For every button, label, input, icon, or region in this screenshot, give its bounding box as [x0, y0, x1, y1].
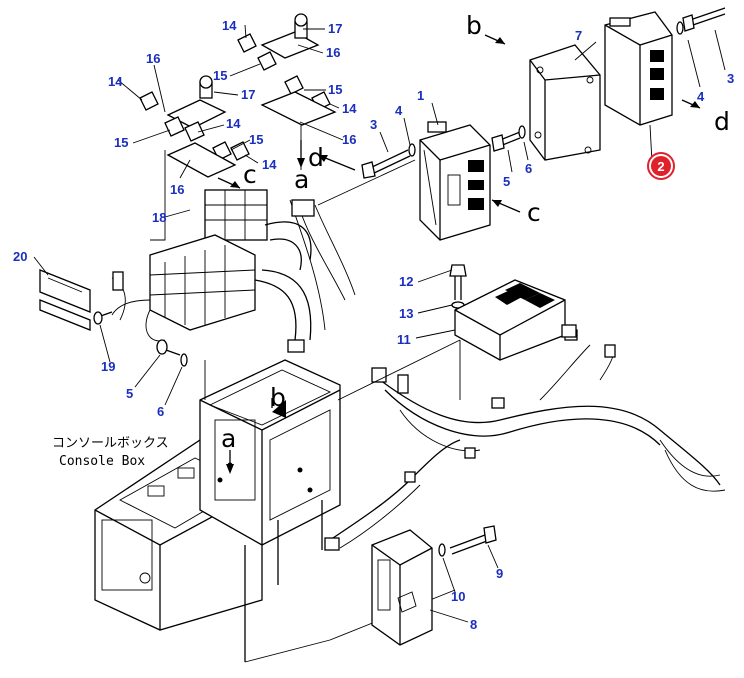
- bracket-7-drawing: [529, 44, 601, 161]
- callout-15-middle[interactable]: 15: [249, 132, 263, 147]
- callout-17-top-right[interactable]: 17: [328, 21, 342, 36]
- monitor-11-drawing: [454, 279, 578, 361]
- callout-20[interactable]: 20: [13, 249, 27, 264]
- caption-japanese: コンソールボックス: [52, 436, 169, 451]
- highlight-badge-2[interactable]: 2: [647, 152, 675, 180]
- callout-15-top[interactable]: 15: [213, 68, 227, 83]
- highlight-badge-fill: [651, 156, 671, 176]
- plate-20-drawing: [39, 269, 91, 331]
- callout-19[interactable]: 19: [101, 359, 115, 374]
- callout-14-top-right[interactable]: 14: [222, 18, 237, 33]
- callout-4-middle[interactable]: 4: [395, 103, 403, 118]
- view-letter-d-center: d: [308, 143, 324, 172]
- callout-12[interactable]: 12: [399, 274, 413, 289]
- view-letter-a-relay: a: [294, 165, 309, 194]
- callout-15-right[interactable]: 15: [328, 82, 342, 97]
- callout-13[interactable]: 13: [399, 306, 413, 321]
- view-letter-c-controller: c: [527, 198, 541, 227]
- callout-16-right[interactable]: 16: [342, 132, 356, 147]
- leader-lines: [33, 24, 726, 623]
- callout-15-left[interactable]: 15: [114, 135, 128, 150]
- callout-16-left[interactable]: 16: [146, 51, 160, 66]
- callout-3-middle[interactable]: 3: [370, 117, 377, 132]
- callout-5-middle[interactable]: 5: [503, 174, 510, 189]
- callout-4-top-right[interactable]: 4: [697, 89, 705, 104]
- callout-3-top-right[interactable]: 3: [727, 71, 734, 86]
- callout-7[interactable]: 7: [575, 28, 582, 43]
- highlight-badge-label: 2: [657, 159, 664, 174]
- callout-6-middle[interactable]: 6: [525, 161, 532, 176]
- callout-1[interactable]: 1: [417, 88, 424, 103]
- relay-harness-drawing: [111, 150, 416, 400]
- callout-14-left[interactable]: 14: [108, 74, 123, 89]
- callout-6-left[interactable]: 6: [157, 404, 164, 419]
- console-box-drawing: [94, 359, 341, 663]
- view-letter-c-harness: c: [243, 160, 257, 189]
- caption-english: Console Box: [59, 454, 145, 469]
- callout-9[interactable]: 9: [496, 566, 503, 581]
- relay-group-right: [237, 13, 337, 170]
- callout-16-top-right[interactable]: 16: [326, 45, 340, 60]
- view-letter-d-right: d: [714, 107, 730, 136]
- callout-17-left[interactable]: 17: [241, 87, 255, 102]
- relay-group-left: [139, 75, 250, 178]
- view-letter-a-console: a: [221, 424, 236, 453]
- callout-14-right[interactable]: 14: [342, 101, 357, 116]
- controller-2-drawing: [604, 11, 673, 126]
- callout-14-lower[interactable]: 14: [262, 157, 277, 172]
- controller-1-drawing: [419, 121, 491, 241]
- view-letter-b-console: b: [270, 383, 286, 412]
- callout-16-lower[interactable]: 16: [170, 182, 184, 197]
- callout-10[interactable]: 10: [451, 589, 465, 604]
- main-harness-drawing: [324, 324, 726, 641]
- view-letter-b-top: b: [466, 11, 482, 40]
- callout-5-left[interactable]: 5: [126, 386, 133, 401]
- callout-11[interactable]: 11: [397, 332, 411, 347]
- callout-14-middle[interactable]: 14: [226, 116, 241, 131]
- callout-8[interactable]: 8: [470, 617, 477, 632]
- controller-8-drawing: [371, 529, 433, 646]
- view-arrows: [217, 34, 701, 474]
- callout-18[interactable]: 18: [152, 210, 166, 225]
